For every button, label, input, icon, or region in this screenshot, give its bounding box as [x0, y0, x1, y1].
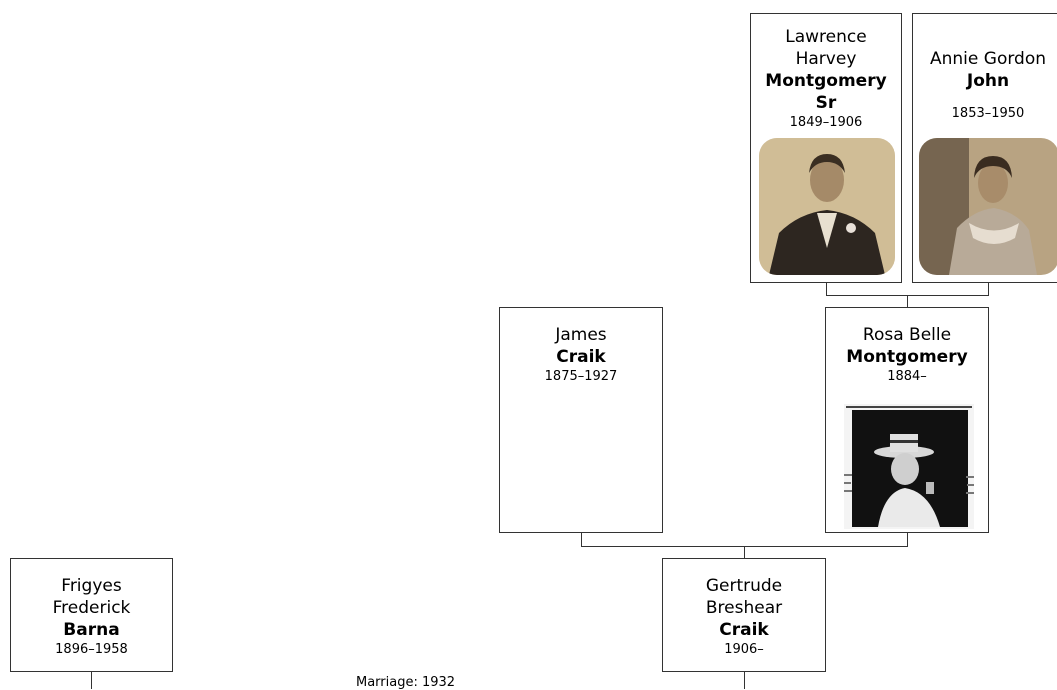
- life-dates: 1906–: [724, 642, 764, 657]
- given-name: Lawrence: [785, 27, 867, 47]
- given-name: Harvey: [795, 49, 857, 69]
- person-card-lawrence[interactable]: Lawrence Harvey Montgomery Sr 1849–1906: [750, 13, 902, 283]
- surname: Craik: [719, 620, 769, 640]
- portrait-photo: [759, 138, 895, 275]
- portrait-photo: [919, 138, 1057, 275]
- given-name: Breshear: [705, 598, 783, 618]
- surname: Montgomery: [846, 347, 968, 367]
- given-name: Gertrude: [705, 576, 783, 596]
- connector-frigyes-down: [91, 671, 92, 689]
- life-dates: 1884–: [887, 369, 927, 384]
- connector-to-gertrude: [744, 546, 745, 559]
- life-dates: 1849–1906: [789, 115, 863, 130]
- connector-rosa-down: [907, 532, 908, 547]
- newspaper-photo: [844, 404, 974, 529]
- given-name: Rosa Belle: [862, 325, 952, 345]
- person-card-rosa[interactable]: Rosa Belle Montgomery 1884–: [825, 307, 989, 533]
- connector-to-rosa: [907, 295, 908, 308]
- connector-james-down: [581, 532, 582, 547]
- person-card-annie[interactable]: Annie Gordon John 1853–1950: [912, 13, 1057, 283]
- given-name: Frederick: [52, 598, 131, 618]
- surname: Craik: [556, 347, 606, 367]
- connector-lawrence-down: [826, 282, 827, 296]
- connector-gertrude-down: [744, 671, 745, 689]
- person-card-frigyes[interactable]: Frigyes Frederick Barna 1896–1958: [10, 558, 173, 672]
- life-dates: 1896–1958: [55, 642, 128, 657]
- surname: Montgomery: [765, 71, 887, 91]
- surname: Barna: [63, 620, 120, 640]
- life-dates: 1853–1950: [951, 106, 1025, 121]
- given-name: James: [555, 325, 607, 345]
- person-card-gertrude[interactable]: Gertrude Breshear Craik 1906–: [662, 558, 826, 672]
- connector-annie-down: [988, 282, 989, 296]
- person-card-james[interactable]: James Craik 1875–1927: [499, 307, 663, 533]
- marriage-label: Marriage: 1932: [356, 675, 456, 690]
- given-name: Annie Gordon: [930, 49, 1046, 69]
- surname: Sr: [815, 93, 837, 113]
- surname: John: [966, 71, 1010, 91]
- given-name: Frigyes: [61, 576, 122, 596]
- life-dates: 1875–1927: [544, 369, 618, 384]
